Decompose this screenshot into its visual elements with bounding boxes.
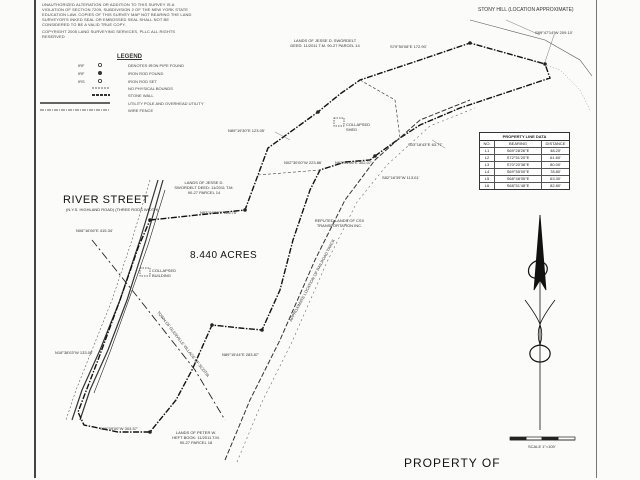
table-cell: L5 — [480, 176, 495, 182]
leader-lines — [274, 19, 556, 149]
property-line-data-table: PROPERTY LINE DATA NO. BEARING DISTANCE … — [479, 132, 570, 190]
stony-hill-label: STONY HILL (LOCATION APPROXIMATE) — [478, 7, 574, 13]
lands-csx-label: REPUTED LANDS OF CSX TRANSPORTATION INC. — [314, 218, 365, 228]
railroad-track-outer — [236, 107, 476, 463]
bearing-label-5: S82°16'39"W 113.01' — [382, 175, 420, 180]
collapsed-shed-symbol — [333, 117, 345, 127]
bearing-label-12: S89°47'14"W 209.10' — [535, 30, 573, 35]
stony-hill-edge-2 — [529, 59, 591, 111]
river-street-sublabel: (N.Y.S. HIGHLAND ROAD) (THREE RODS WIDTH… — [66, 207, 159, 212]
header-no: NO. — [480, 141, 495, 147]
bearing-label-7: S89°09'00"W 303.57' — [100, 426, 138, 431]
table-cell: L1 — [480, 148, 495, 154]
river-street-road — [65, 179, 164, 421]
river-street-label: RIVER STREET — [63, 194, 150, 206]
table-cell: 48.20' — [550, 148, 561, 153]
legend-symbol-text: IRF — [78, 71, 85, 76]
collapsed-shed-label: COLLAPSED SHED — [346, 122, 371, 132]
table-cell: L3 — [480, 162, 495, 168]
iron-pins — [148, 41, 547, 434]
lands-top-label: LANDS OF JESSE D. SWORDELT DEED: 11/2011… — [290, 38, 360, 48]
bearing-label-1: N89°19'30"E 123.05' — [228, 128, 265, 133]
sheet-border — [34, 0, 597, 478]
legend-symbol-text: IRF — [78, 63, 85, 68]
overhead-utility — [93, 189, 166, 394]
table-title: PROPERTY LINE DATA — [480, 133, 569, 141]
bearing-label-9: N18°38'03"W 133.06' — [55, 350, 93, 355]
copyright-text: COPYRIGHT 2005 LAND SURVEYING SERVICES, … — [42, 29, 176, 39]
iron-rod-found-symbol — [98, 71, 103, 76]
table-cell: 78.80' — [550, 169, 561, 174]
interior-line — [257, 169, 321, 176]
table-cell: S70°20'38"E — [495, 162, 542, 168]
table-cell: L2 — [480, 155, 495, 161]
bearing-label-11: N83°04'53"E 126.75' — [200, 210, 237, 215]
bearing-label-4: S03°18'43"E 63.77' — [408, 142, 443, 147]
table-cell: 82.80' — [550, 183, 561, 188]
scale-bar — [509, 436, 576, 441]
legend-item-label: STONE WALL — [128, 93, 154, 98]
stony-hill-edge — [469, 19, 593, 77]
legend-item-label: UTILITY POLE AND OVERHEAD UTILITY — [128, 101, 204, 106]
legend-item-label: IRON ROD SET — [128, 79, 157, 84]
table-cell: 80.00' — [550, 162, 561, 167]
unauthorized-alteration-note: UNAUTHORIZED ALTERATION OR ADDITION TO T… — [42, 2, 192, 39]
bearing-label-8: N06°16'06"E 415.34' — [76, 228, 113, 233]
header-bearing: BEARING — [495, 141, 542, 147]
table-header-row: NO. BEARING DISTANCE — [480, 141, 569, 148]
parcel-boundary — [77, 42, 551, 433]
table-cell: 61.60' — [550, 155, 561, 160]
acreage-label: 8.440 ACRES — [190, 250, 258, 261]
north-arrow — [524, 214, 556, 430]
legend-item-label: WIRE FENCE — [128, 108, 154, 113]
bearing-label-6: N89°15'44"E 283.87' — [222, 352, 259, 357]
table-cell: S68°48'05"E — [495, 176, 542, 182]
table-cell: S69°28'26"E — [495, 148, 542, 154]
legend-symbol-text: IRS — [78, 79, 85, 84]
legend-item-label: DENOTES IRON PIPE FOUND — [128, 63, 185, 68]
bearing-label-3: N62°04'06"E 302.07' — [335, 160, 372, 165]
table-cell: L6 — [480, 183, 495, 189]
town-line — [91, 239, 226, 421]
adjoiner-line-north — [359, 79, 401, 139]
lands-mid-label: LANDS OF JESSE D. SWORDELT DEED: 11/2011… — [174, 180, 234, 195]
table-cell: S72°51'20"E — [495, 155, 542, 161]
table-cell: L4 — [480, 169, 495, 175]
collapsed-building-symbol — [139, 267, 151, 277]
legend-item-label: IRON ROD FOUND — [128, 71, 164, 76]
iron-rod-set-symbol — [98, 79, 103, 84]
bearing-label-10: S79°50'08"E 172.90' — [390, 44, 427, 49]
table-cell: 63.30' — [550, 176, 561, 181]
warning-text: UNAUTHORIZED ALTERATION OR ADDITION TO T… — [42, 2, 192, 27]
header-distance: DISTANCE — [545, 141, 566, 146]
table-cell: S68°51'48"E — [495, 183, 542, 189]
legend-title: LEGEND — [117, 54, 143, 60]
table-cell: S69°55'00"E — [495, 169, 542, 175]
legend-symbols — [40, 63, 110, 111]
lands-bottom-label: LANDS OF PETER W. HEFT BOOK: 11/2011 T.M… — [172, 430, 220, 445]
scale-label: SCALE 1"=100' — [528, 444, 556, 449]
legend-item-label: NO PHYSICAL BOUNDS — [128, 86, 173, 91]
iron-pipe-symbol — [98, 63, 103, 68]
collapsed-building-label: COLLAPSED BUILDING — [152, 268, 177, 278]
railroad-track — [224, 99, 471, 461]
property-of-title: PROPERTY OF — [404, 456, 501, 470]
bearing-label-2: N02°30'00"W 223.86' — [284, 160, 322, 165]
